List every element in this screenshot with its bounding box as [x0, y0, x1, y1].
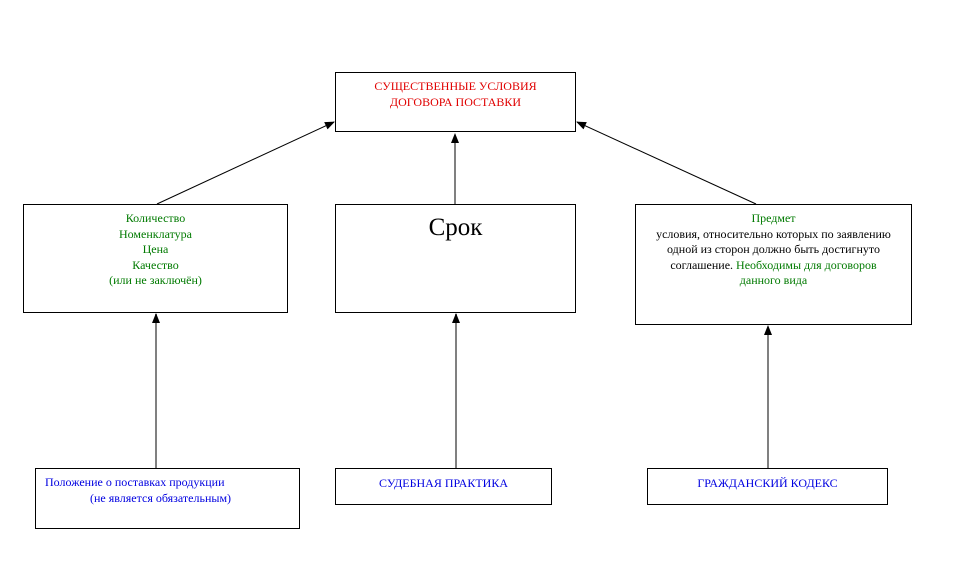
subject-necessity-note: Необходимы для договоров данного вида [736, 257, 877, 288]
left-conditions-box: Количество Номенклатура Цена Качество (и… [23, 204, 288, 313]
title-box: СУЩЕСТВЕННЫЕ УСЛОВИЯ ДОГОВОРА ПОСТАВКИ [335, 72, 576, 132]
right-subject-box: Предмет условия, относительно которых по… [635, 204, 912, 325]
court-practice-label: СУДЕБНАЯ ПРАКТИКА [378, 476, 508, 490]
condition-note: (или не заключён) [109, 273, 202, 287]
condition-quantity: Количество [125, 211, 186, 225]
subject-heading: Предмет [751, 211, 796, 225]
arrow-right-to-title [576, 121, 757, 205]
middle-term-box: Срок [335, 204, 576, 313]
regulation-title: Положение о поставках продукции [45, 475, 225, 489]
subject-description: условия, относительно которых по заявлен… [656, 226, 891, 272]
civil-code-label: ГРАЖДАНСКИЙ КОДЕКС [697, 476, 838, 490]
source-regulation-box: Положение о поставках продукции (не явля… [35, 468, 300, 529]
condition-nomenclature: Номенклатура [118, 226, 193, 241]
source-civil-code-box: ГРАЖДАНСКИЙ КОДЕКС [647, 468, 888, 505]
condition-quality: Качество [132, 257, 179, 272]
title-line-2: ДОГОВОРА ПОСТАВКИ [389, 94, 522, 109]
source-court-practice-box: СУДЕБНАЯ ПРАКТИКА [335, 468, 552, 505]
condition-price: Цена [142, 242, 169, 256]
arrow-left-to-title [156, 121, 335, 205]
regulation-note: (не является обязательным) [90, 490, 232, 505]
title-line-1: СУЩЕСТВЕННЫЕ УСЛОВИЯ [374, 79, 537, 93]
term-label: Срок [428, 214, 483, 241]
